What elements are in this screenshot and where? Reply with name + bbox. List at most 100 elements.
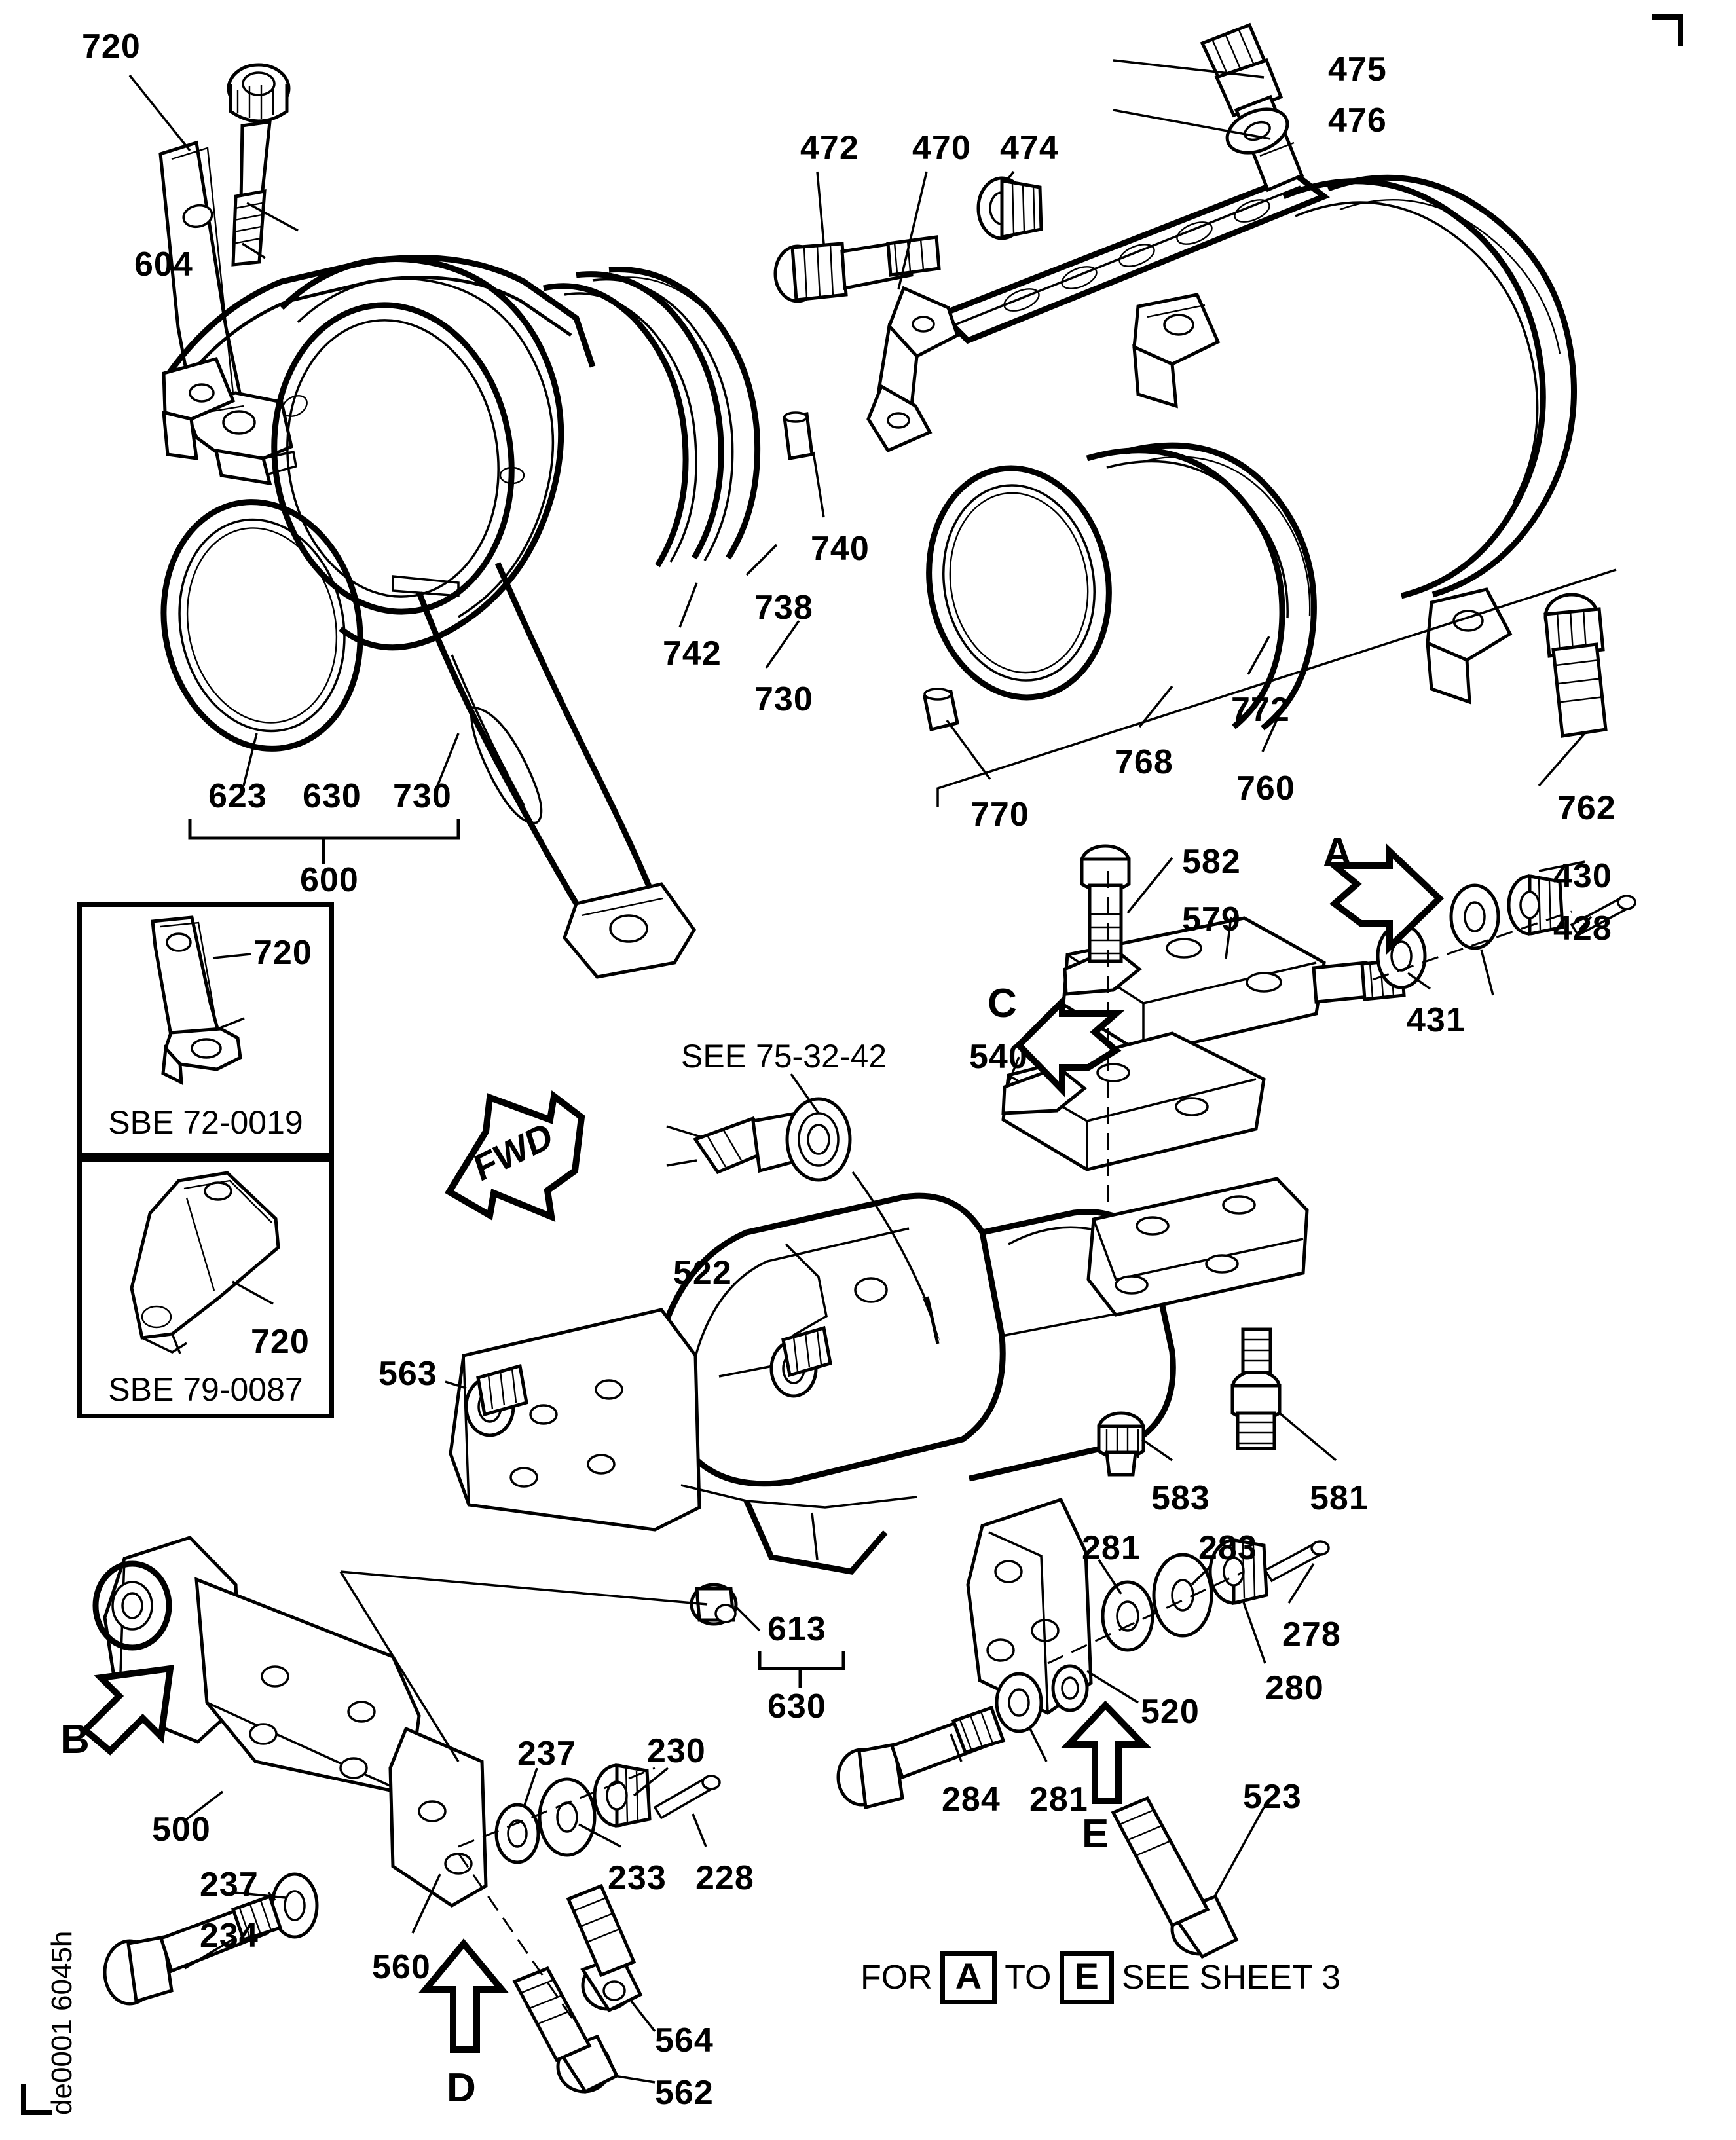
callout-237-b: 237 xyxy=(200,1866,259,1904)
callout-523: 523 xyxy=(1243,1778,1302,1816)
part-623-ring xyxy=(160,499,363,752)
part-278-cotter-pin xyxy=(1263,1540,1330,1583)
part-500-bracket xyxy=(92,1536,488,1908)
link-470-assembly xyxy=(866,172,1331,453)
callout-630-lower: 630 xyxy=(767,1688,826,1725)
callout-472: 472 xyxy=(800,129,859,167)
sheet-note-prefix: FOR xyxy=(860,1959,933,1997)
callout-278: 278 xyxy=(1282,1615,1341,1653)
part-474-nut xyxy=(976,176,1043,240)
part-563-nut xyxy=(464,1363,528,1437)
callout-604: 604 xyxy=(134,246,193,284)
view-marker-e-letter: E xyxy=(1082,1811,1109,1856)
view-marker-d-letter: D xyxy=(447,2065,476,2111)
callout-522: 522 xyxy=(673,1254,732,1292)
callout-770: 770 xyxy=(970,796,1029,834)
callout-730-group: 730 xyxy=(393,777,452,815)
callout-283: 283 xyxy=(1198,1529,1257,1567)
callout-430: 430 xyxy=(1553,857,1612,895)
callout-623: 623 xyxy=(208,777,267,815)
callout-230: 230 xyxy=(647,1732,706,1770)
sheet-note-box-e: E xyxy=(1059,1951,1114,2004)
callout-630-group: 630 xyxy=(303,777,361,815)
part-230-nut xyxy=(593,1763,652,1828)
part-523-bolt xyxy=(1111,1796,1239,1959)
callout-233: 233 xyxy=(608,1859,667,1897)
callout-475: 475 xyxy=(1328,50,1387,88)
callout-740: 740 xyxy=(811,530,870,568)
cowl-rings-730 xyxy=(543,267,814,568)
callout-563: 563 xyxy=(379,1355,437,1393)
callout-742: 742 xyxy=(663,635,722,673)
legend-box-sbe-79-0087: 720 SBE 79-0087 xyxy=(77,1158,334,1418)
legend-caption-sbe-72-0019: SBE 72-0019 xyxy=(108,1104,303,1141)
part-522-nut xyxy=(769,1325,832,1398)
callout-234: 234 xyxy=(200,1917,259,1955)
callout-474: 474 xyxy=(1000,129,1059,167)
callout-720-upper: 720 xyxy=(82,28,141,65)
part-234-bolt xyxy=(103,1894,283,2006)
callout-281-a: 281 xyxy=(1082,1529,1141,1567)
part-582-bolt xyxy=(1080,844,1131,963)
legend-callout-720-a: 720 xyxy=(253,934,312,972)
callout-431: 431 xyxy=(1407,1001,1466,1039)
part-581-bolt xyxy=(1230,1327,1282,1450)
callout-564: 564 xyxy=(655,2021,714,2059)
corner-registration-mark-bottom-left xyxy=(21,2084,52,2115)
part-604-bolt xyxy=(227,63,291,267)
callout-600-total: 600 xyxy=(300,861,359,899)
cowl-assembly-right xyxy=(1132,174,1578,705)
callout-500: 500 xyxy=(152,1811,211,1849)
view-marker-b-letter: B xyxy=(60,1717,90,1762)
part-472-bolt xyxy=(773,235,941,303)
callout-582: 582 xyxy=(1182,843,1241,881)
part-281-washer-a xyxy=(1101,1580,1154,1652)
callout-583: 583 xyxy=(1151,1479,1210,1517)
callout-738: 738 xyxy=(754,589,813,627)
legend-callout-720-b: 720 xyxy=(251,1323,310,1361)
legend-caption-sbe-79-0087: SBE 79-0087 xyxy=(108,1371,303,1408)
part-237-washer-a xyxy=(494,1803,540,1864)
main-strut-body xyxy=(449,1177,1309,1575)
callout-237-a: 237 xyxy=(517,1735,576,1773)
part-583-bolt xyxy=(1097,1411,1145,1477)
callout-560: 560 xyxy=(372,1948,431,1986)
part-520-bushing xyxy=(1051,1664,1089,1712)
callout-562: 562 xyxy=(655,2074,714,2112)
callout-281-b: 281 xyxy=(1029,1780,1088,1818)
callout-581: 581 xyxy=(1310,1479,1369,1517)
part-564-bolt xyxy=(566,1883,643,2013)
callout-280: 280 xyxy=(1265,1669,1324,1707)
callout-228: 228 xyxy=(695,1859,754,1897)
callout-772: 772 xyxy=(1231,691,1290,729)
part-283-washer xyxy=(1152,1553,1213,1638)
mount-fitting-579 xyxy=(1062,916,1406,1056)
callout-579: 579 xyxy=(1182,900,1241,938)
part-228-cotter-pin xyxy=(653,1775,721,1820)
part-284-bolt xyxy=(836,1705,1006,1810)
view-marker-c-arrow xyxy=(1014,993,1125,1098)
callout-284: 284 xyxy=(942,1780,1001,1818)
callout-762: 762 xyxy=(1557,789,1616,827)
part-see-75-32-42-bearing xyxy=(666,1097,852,1182)
part-762-bolt xyxy=(1543,593,1608,738)
part-237-washer-b xyxy=(270,1872,319,1939)
callout-730: 730 xyxy=(754,680,813,718)
view-marker-d-arrow xyxy=(418,1938,509,2053)
view-marker-a-letter: A xyxy=(1323,830,1352,876)
view-marker-e-arrow xyxy=(1061,1700,1151,1804)
see-reference-text: SEE 75-32-42 xyxy=(681,1038,887,1075)
sheet-note-suffix: SEE SHEET 3 xyxy=(1121,1959,1341,1997)
callout-428: 428 xyxy=(1553,910,1612,948)
callout-476: 476 xyxy=(1328,101,1387,139)
part-233-washer xyxy=(538,1777,597,1857)
part-613-pin xyxy=(690,1583,738,1626)
part-428-cotter-pin xyxy=(1570,895,1636,937)
cowl-assembly-left xyxy=(162,254,696,979)
callout-760: 760 xyxy=(1236,769,1295,807)
sheet-note-box-a: A xyxy=(940,1951,997,2004)
view-marker-c-letter: C xyxy=(988,981,1017,1026)
part-475-bolt xyxy=(1200,22,1304,193)
